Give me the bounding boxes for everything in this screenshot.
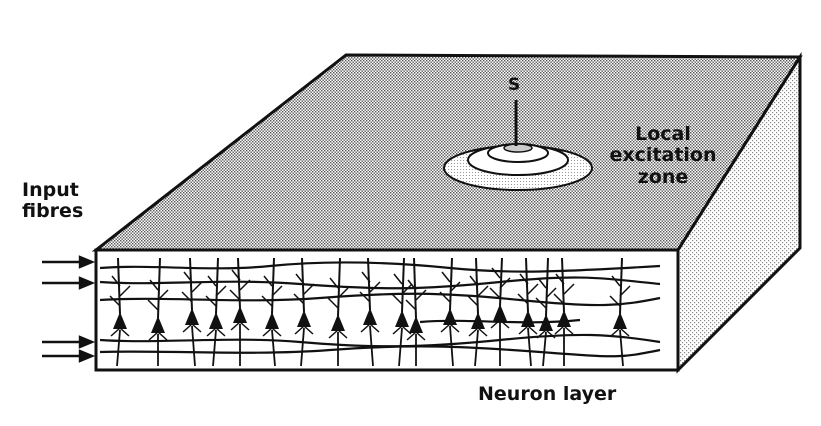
local-excitation-zone bbox=[443, 143, 593, 191]
input-fibres-label-line2: fibres bbox=[22, 200, 84, 223]
input-fibre-arrows bbox=[42, 255, 96, 363]
neuron-cell bbox=[293, 257, 315, 367]
neuron-cell bbox=[489, 257, 511, 366]
neuron-cell bbox=[553, 257, 575, 366]
neuron-cell bbox=[181, 257, 203, 367]
neuron-cell bbox=[327, 257, 349, 366]
neuron-layer-label: Neuron layer bbox=[478, 383, 617, 405]
input-fibres-label: Input fibres bbox=[22, 179, 84, 223]
neuron-cell bbox=[261, 257, 283, 367]
zone-label-line3: zone bbox=[637, 165, 689, 188]
zone-label-line2: excitation bbox=[609, 144, 717, 167]
stimulus-label: S bbox=[508, 75, 521, 95]
neuron-cell bbox=[609, 257, 631, 367]
zone-label-line1: Local bbox=[635, 123, 691, 145]
neuron-cell bbox=[405, 257, 427, 366]
neuron-cell bbox=[535, 257, 557, 367]
neuron-cell bbox=[467, 257, 489, 367]
neuron-cell bbox=[439, 257, 461, 367]
neuron-cell bbox=[359, 257, 381, 367]
local-excitation-zone-label: Local excitation zone bbox=[603, 123, 723, 188]
neuron-cell bbox=[147, 257, 169, 366]
neuron-cell bbox=[517, 257, 539, 367]
neuron-cell bbox=[109, 257, 131, 367]
neuron-cell bbox=[391, 257, 413, 367]
neuron-cell bbox=[205, 257, 227, 367]
neuron-layer-cells bbox=[109, 257, 631, 367]
input-fibres-label-line1: Input bbox=[22, 179, 79, 201]
neuron-cell bbox=[229, 257, 251, 366]
